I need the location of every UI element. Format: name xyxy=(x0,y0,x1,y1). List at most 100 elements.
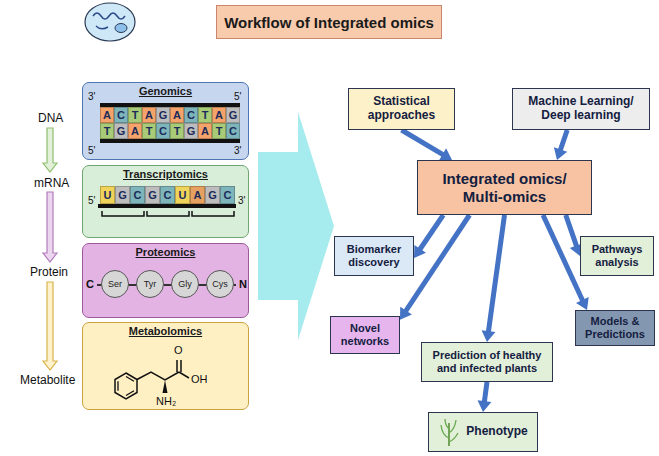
arrow-head xyxy=(414,245,426,258)
arrow-head xyxy=(554,147,567,160)
nucleotide-base: G xyxy=(184,123,198,139)
node-text: T xyxy=(202,110,209,121)
node-text: G xyxy=(159,110,168,121)
flow-down-arrow xyxy=(43,282,57,370)
nucleotide-base: A xyxy=(142,107,156,123)
output-box: Biomarker discovery xyxy=(334,236,414,276)
node-text: G xyxy=(148,190,157,201)
codon-bracket xyxy=(102,211,144,216)
nucleotide-base: U xyxy=(100,186,115,204)
plant-leaf xyxy=(441,419,458,442)
annotation-label: 5' xyxy=(88,145,95,156)
node-text: Genomics xyxy=(83,85,248,97)
nucleotide-base: C xyxy=(184,107,198,123)
nucleotide-base: C xyxy=(114,107,128,123)
nucleotide-base: G xyxy=(145,186,160,204)
arrow-head xyxy=(400,307,412,320)
mrna-backbone xyxy=(98,204,236,208)
annotation-label: 3' xyxy=(238,195,245,206)
cell-body xyxy=(85,3,135,41)
node-text: G xyxy=(229,110,238,121)
output-box: Novel networks xyxy=(330,316,400,354)
output-box: Pathways analysis xyxy=(580,236,654,276)
annotation-label: N xyxy=(239,278,247,290)
node-text: Pathways analysis xyxy=(586,243,648,268)
node-text: Phenotype xyxy=(466,425,527,439)
annotation-label: 3' xyxy=(234,145,241,156)
annotation-label: NH₂ xyxy=(156,395,176,407)
title-box: Workflow of Integrated omics xyxy=(216,5,442,39)
node-text: Ser xyxy=(108,280,122,289)
ring-double-bond xyxy=(118,377,134,396)
arrow-head xyxy=(478,400,492,412)
method-box: Statistical approaches xyxy=(348,88,455,130)
amine-wedge xyxy=(163,380,168,393)
node-text: Models & Predictions xyxy=(581,315,649,340)
node-text: T xyxy=(216,126,223,137)
nucleotide-base: A xyxy=(212,107,226,123)
annotation-label: Metabolite xyxy=(20,374,75,387)
flow-arrow xyxy=(402,130,453,160)
node-text: T xyxy=(174,126,181,137)
plant-stem xyxy=(449,423,451,446)
node-text: A xyxy=(131,126,139,137)
nucleotide-base: A xyxy=(128,123,142,139)
nucleotide-base: T xyxy=(142,123,156,139)
big-transfer-arrow xyxy=(258,112,334,340)
nucleotide-base: G xyxy=(115,186,130,204)
arrow-shaft xyxy=(406,215,470,311)
amino-acid: Tyr xyxy=(136,270,164,298)
title-text: Workflow of Integrated omics xyxy=(224,14,434,31)
node-text: C xyxy=(117,110,125,121)
nucleotide-base: T xyxy=(128,107,142,123)
carbonyl-bond xyxy=(177,360,181,372)
node-text: Prediction of healthy and infected plant… xyxy=(427,349,547,374)
codon-bracket xyxy=(147,211,189,216)
nucleotide-base: G xyxy=(226,107,240,123)
phenotype-box: Phenotype xyxy=(428,412,538,452)
nucleotide-base: C xyxy=(220,186,235,204)
arrow-shaft xyxy=(560,130,567,151)
node-text: A xyxy=(173,110,181,121)
node-text: T xyxy=(132,110,139,121)
node-text: T xyxy=(146,126,153,137)
node-text: A xyxy=(201,126,209,137)
node-text: G xyxy=(118,190,127,201)
nucleotide-base: C xyxy=(130,186,145,204)
node-text: T xyxy=(104,126,111,137)
nucleotide-base: A xyxy=(170,107,184,123)
node-text: A xyxy=(103,110,111,121)
flow-down-arrow xyxy=(43,128,57,172)
arrow-shaft xyxy=(420,215,444,250)
benzene-ring xyxy=(115,373,137,399)
codon-bracket xyxy=(192,211,234,216)
annotation-label: mRNA xyxy=(34,177,69,190)
flow-arrow xyxy=(554,130,567,160)
flow-arrow xyxy=(478,382,492,412)
nucleotide-base: G xyxy=(205,186,220,204)
node-text: Gly xyxy=(178,280,192,289)
nucleotide-base: A xyxy=(198,123,212,139)
annotation-label: OH xyxy=(191,373,208,385)
node-text: G xyxy=(208,190,217,201)
arrow-head xyxy=(576,297,589,310)
node-text: Cys xyxy=(212,280,228,289)
arrow-head xyxy=(439,148,452,160)
arrow-shaft xyxy=(566,215,577,247)
nucleotide-base: G xyxy=(114,123,128,139)
nucleotide-base: C xyxy=(226,123,240,139)
node-text: Biomarker discovery xyxy=(340,243,408,268)
nucleotide-base: T xyxy=(100,123,114,139)
amino-acid: Ser xyxy=(101,270,129,298)
nucleotide-base: U xyxy=(175,186,190,204)
arrow-shaft xyxy=(488,215,504,332)
dna-backbone xyxy=(100,139,240,143)
nucleotide-base: G xyxy=(156,107,170,123)
node-text: U xyxy=(179,190,187,201)
omics-panel: ProteomicsSerTyrGlyCys xyxy=(82,243,249,318)
node-text: C xyxy=(229,126,237,137)
amino-acid: Cys xyxy=(206,270,234,298)
node-text: C xyxy=(187,110,195,121)
node-text: A xyxy=(145,110,153,121)
